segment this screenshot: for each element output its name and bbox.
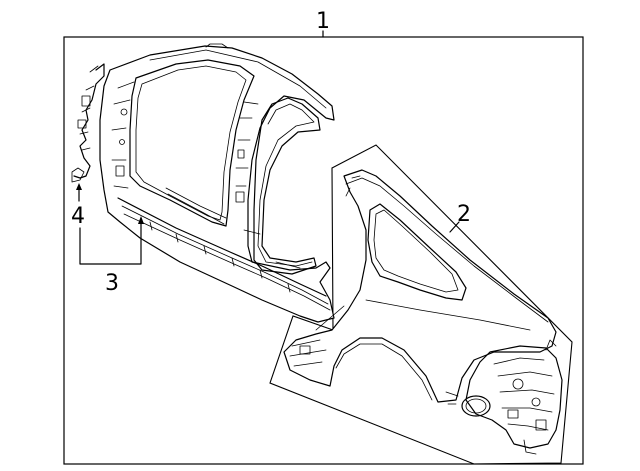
part-2-frame xyxy=(269,144,573,465)
quarter-panel xyxy=(283,169,563,455)
body-side-inner-panel xyxy=(99,43,335,323)
callout-1-label: 1 xyxy=(316,9,330,34)
callout-3-arrow xyxy=(138,216,144,224)
callout-2-leader xyxy=(449,221,460,233)
callout-3-bracket xyxy=(79,221,142,265)
callout-3-label: 3 xyxy=(105,271,119,296)
callout-4-arrow xyxy=(76,183,82,190)
callout-4-label: 4 xyxy=(71,204,85,229)
callout-2-label: 2 xyxy=(457,202,471,227)
part-4-bracket xyxy=(71,63,105,183)
